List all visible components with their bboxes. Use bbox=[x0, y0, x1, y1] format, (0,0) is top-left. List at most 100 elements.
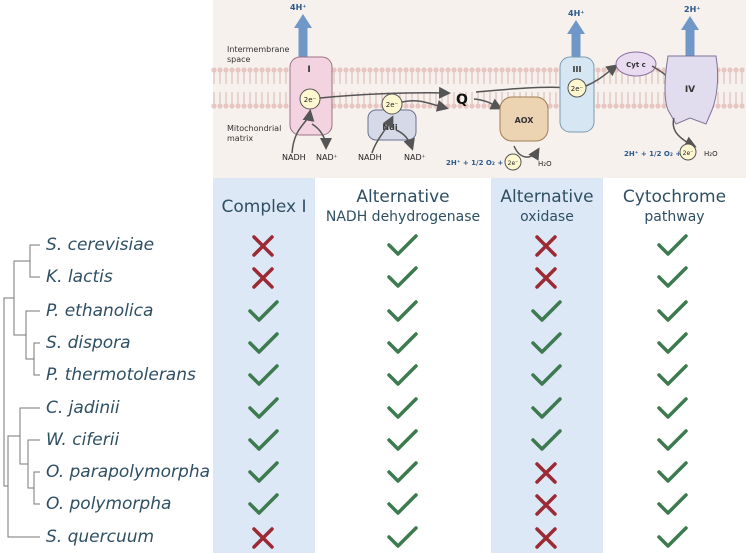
intermembrane-label-2: space bbox=[227, 55, 251, 64]
complex-i-proton-label: 4H⁺ bbox=[290, 3, 306, 12]
lipid-head bbox=[595, 67, 601, 73]
complex-i-proton-arrowhead bbox=[294, 14, 312, 28]
lipid-head bbox=[631, 103, 637, 109]
check-icon bbox=[531, 397, 562, 419]
complex-iii-electron bbox=[567, 78, 587, 98]
ndi-electron bbox=[381, 93, 403, 115]
cross-icon bbox=[535, 267, 557, 289]
lipid-head bbox=[265, 67, 271, 73]
ndi-substrate: NADH bbox=[358, 153, 382, 162]
lipid-head bbox=[277, 67, 283, 73]
check-icon bbox=[657, 234, 688, 256]
species-label: O. polymorpha bbox=[46, 494, 172, 514]
complex-iv-reaction-left: 2H⁺ + 1/2 O₂ + bbox=[624, 150, 681, 158]
complex-iii-proton-arrowhead bbox=[567, 20, 585, 34]
phylogenetic-tree bbox=[3, 244, 40, 538]
lipid-head bbox=[247, 67, 253, 73]
column-header-line1: Complex I bbox=[221, 197, 307, 217]
lipid-head bbox=[403, 103, 409, 109]
lipid-head bbox=[463, 67, 469, 73]
complex-iv-electron-label: 2e⁻ bbox=[683, 150, 694, 157]
matrix-label-1: Mitochondrial bbox=[227, 124, 281, 133]
lipid-head bbox=[361, 103, 367, 109]
check-icon bbox=[657, 429, 688, 451]
check-icon bbox=[657, 493, 688, 515]
species-label: P. ethanolica bbox=[46, 301, 154, 321]
lipid-head bbox=[553, 67, 559, 73]
lipid-head bbox=[271, 103, 277, 109]
aox-reaction-left: 2H⁺ + 1/2 O₂ + bbox=[446, 159, 503, 167]
matrix-label-2: matrix bbox=[227, 134, 253, 143]
complex-iii-name: III bbox=[573, 65, 582, 74]
lipid-head bbox=[421, 103, 427, 109]
column-header-alternative-oxidase: Alternative oxidase bbox=[491, 186, 603, 227]
aox-electron bbox=[504, 153, 522, 171]
membrane-illustration: Intermembrane space Mitochondrial matrix… bbox=[211, 0, 746, 178]
complex-iv bbox=[664, 55, 719, 125]
complex-iv-water: H₂O bbox=[704, 150, 718, 158]
complex-iii-electron-label: 2e⁻ bbox=[571, 85, 584, 93]
lipid-head bbox=[409, 67, 415, 73]
check-icon bbox=[531, 364, 562, 386]
lipid-head bbox=[643, 103, 649, 109]
lipid-head bbox=[265, 103, 271, 109]
lipid-head bbox=[421, 67, 427, 73]
lipid-head bbox=[403, 67, 409, 73]
cross-icon bbox=[535, 235, 557, 257]
aox-reaction-arrow bbox=[513, 145, 540, 161]
check-icon bbox=[248, 364, 279, 386]
lipid-head bbox=[727, 103, 733, 109]
lipid-head bbox=[481, 103, 487, 109]
check-icon bbox=[657, 397, 688, 419]
cross-icon bbox=[535, 527, 557, 549]
check-icon bbox=[387, 526, 418, 548]
check-icon bbox=[248, 332, 279, 354]
check-icon bbox=[657, 332, 688, 354]
lipid-head bbox=[517, 67, 523, 73]
column-header-line2: NADH dehydrogenase bbox=[325, 209, 481, 225]
complex-i-name: I bbox=[307, 65, 310, 75]
lipid-head bbox=[439, 67, 445, 73]
lipid-head bbox=[613, 103, 619, 109]
lipid-head bbox=[523, 67, 529, 73]
lipid-head bbox=[409, 103, 415, 109]
lipid-head bbox=[331, 103, 337, 109]
lipid-head bbox=[715, 103, 721, 109]
lipid-head bbox=[223, 103, 229, 109]
lipid-head bbox=[217, 67, 223, 73]
species-label: S. cerevisiae bbox=[46, 235, 155, 255]
species-label: S. dispora bbox=[46, 333, 131, 353]
lipid-head bbox=[253, 67, 259, 73]
cross-icon bbox=[252, 267, 274, 289]
aox-electron-label: 2e⁻ bbox=[508, 160, 519, 167]
column-header-cytochrome-pathway: Cytochrome pathway bbox=[603, 186, 746, 227]
complex-iv-name: IV bbox=[685, 85, 695, 95]
lipid-head bbox=[427, 103, 433, 109]
lipid-head bbox=[283, 67, 289, 73]
lipid-head bbox=[271, 67, 277, 73]
lipid-head bbox=[607, 103, 613, 109]
check-icon bbox=[248, 461, 279, 483]
lipid-head bbox=[235, 103, 241, 109]
lipid-head bbox=[379, 67, 385, 73]
lipid-head bbox=[391, 67, 397, 73]
cross-icon bbox=[252, 235, 274, 257]
lipid-head bbox=[739, 103, 745, 109]
lipid-head bbox=[361, 67, 367, 73]
lipid-head bbox=[337, 103, 343, 109]
lipid-head bbox=[601, 103, 607, 109]
lipid-head bbox=[493, 67, 499, 73]
complex-iv-proton-label: 2H⁺ bbox=[684, 5, 700, 14]
check-icon bbox=[387, 397, 418, 419]
lipid-head bbox=[223, 67, 229, 73]
lipid-head bbox=[349, 103, 355, 109]
ndi-nad-arrow bbox=[395, 129, 415, 151]
lipid-head bbox=[619, 103, 625, 109]
lipid-head bbox=[511, 67, 517, 73]
lipid-head bbox=[733, 67, 739, 73]
lipid-head bbox=[229, 103, 235, 109]
complex-i-column-band bbox=[213, 178, 315, 553]
column-header-line2: pathway bbox=[644, 209, 705, 225]
lipid-head bbox=[247, 103, 253, 109]
